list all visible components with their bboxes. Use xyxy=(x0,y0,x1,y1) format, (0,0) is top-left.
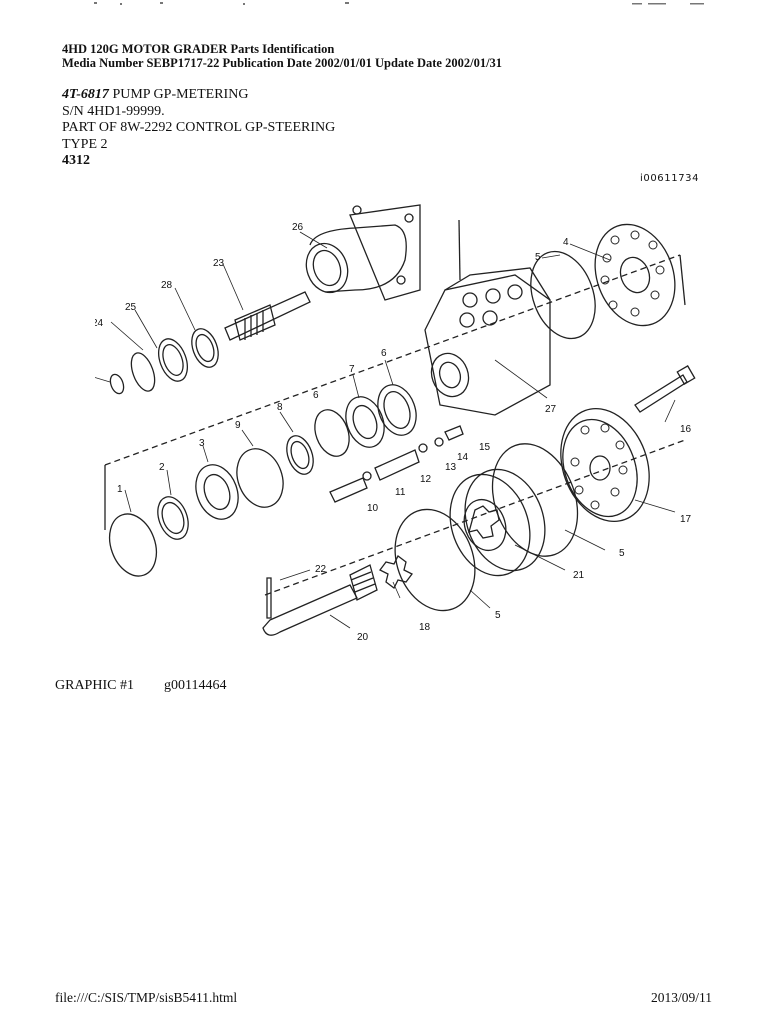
callout-2: 2 xyxy=(159,462,165,473)
callout-27: 27 xyxy=(545,404,557,415)
callout-12: 12 xyxy=(420,474,432,485)
callout-21: 21 xyxy=(573,570,585,581)
graphic-id: g00114464 xyxy=(163,678,227,693)
callout-6-top: 6 xyxy=(381,348,387,359)
callout-5-low: 5 xyxy=(495,610,501,621)
part-title-line: 4T-6817 PUMP GP-METERING xyxy=(62,87,335,104)
graphic-caption: GRAPHIC #1 g00114464 xyxy=(55,678,226,694)
graphic-label: GRAPHIC #1 xyxy=(55,678,134,693)
callout-18: 18 xyxy=(419,622,431,633)
callout-11: 11 xyxy=(395,487,406,498)
callout-6-mid: 6 xyxy=(313,390,319,401)
callout-7: 7 xyxy=(349,364,355,375)
callout-23: 23 xyxy=(213,258,225,269)
callout-28: 28 xyxy=(161,280,173,291)
callout-15: 15 xyxy=(479,442,491,453)
part-number: 4T-6817 xyxy=(62,87,109,102)
footer-date: 2013/09/11 xyxy=(650,990,712,1005)
callout-13: 13 xyxy=(445,462,457,473)
part-code: 4312 xyxy=(62,153,90,168)
part-type: TYPE 2 xyxy=(62,136,108,152)
callout-14: 14 xyxy=(457,452,469,463)
callout-26: 26 xyxy=(292,222,304,233)
part-name: PUMP GP-METERING xyxy=(112,87,249,102)
callout-10: 10 xyxy=(367,503,379,514)
callout-5-top: 5 xyxy=(535,252,541,263)
callout-17: 17 xyxy=(680,514,692,525)
callout-20: 20 xyxy=(357,632,369,643)
footer-file-path: file:///C:/SIS/TMP/sisB5411.html xyxy=(55,990,238,1005)
callout-9: 9 xyxy=(235,420,241,431)
callout-25: 25 xyxy=(125,302,137,313)
part-of: PART OF 8W-2292 CONTROL GP-STEERING xyxy=(62,120,336,135)
exploded-parts-diagram: 26 23 28 25 24 19 5 4 27 6 7 8 6 9 3 2 1… xyxy=(95,204,696,643)
top-scan-artifacts xyxy=(94,2,704,5)
callout-1: 1 xyxy=(117,484,123,495)
callout-4: 4 xyxy=(563,237,569,248)
callout-24: 24 xyxy=(95,318,104,329)
callout-5-mid: 5 xyxy=(619,548,625,559)
callout-16: 16 xyxy=(680,424,692,435)
document-title: 4HD 120G MOTOR GRADER Parts Identificati… xyxy=(62,42,335,56)
media-info: Media Number SEBP1717-22 Publication Dat… xyxy=(62,56,503,70)
callout-3: 3 xyxy=(199,438,205,449)
part-info: 4T-6817 PUMP GP-METERING S/N 4HD1-99999.… xyxy=(62,87,335,170)
serial-number: S/N 4HD1-99999. xyxy=(62,103,165,119)
callout-22: 22 xyxy=(315,564,327,575)
callout-8: 8 xyxy=(277,402,283,413)
image-id: i00611734 xyxy=(640,173,700,184)
